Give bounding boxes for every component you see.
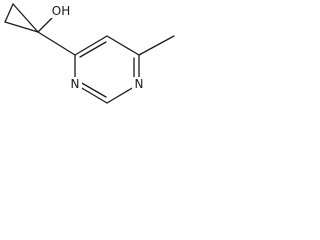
bond-c-oh	[37, 16, 54, 33]
bond-c4-c5-inner	[79, 41, 107, 58]
structure-diagram: OH N N	[4, 2, 175, 104]
bond-cyclopropyl-top	[4, 3, 14, 23]
bond-cyclopropyl-left	[4, 21, 39, 33]
bond-c4-c5	[74, 35, 108, 56]
hydroxyl-text: OH	[52, 4, 70, 18]
bond-cyclopropyl-right	[12, 3, 39, 33]
bond-methyl	[138, 35, 175, 56]
nitrogen-2-text: N	[71, 77, 80, 91]
pyrimidine-ring	[74, 35, 140, 104]
nitrogen-1-text: N	[135, 77, 144, 91]
atom-label-nitrogen-2: N	[68, 77, 82, 92]
bond-c5-c6	[106, 35, 140, 56]
bond-cyclopropyl-pyrimidine	[37, 31, 76, 56]
bond-c2-n3-inner	[79, 81, 107, 98]
atom-label-nitrogen-1: N	[132, 77, 146, 92]
atom-label-hydroxyl: OH	[50, 2, 72, 18]
cyclopropane-ring	[4, 3, 39, 33]
